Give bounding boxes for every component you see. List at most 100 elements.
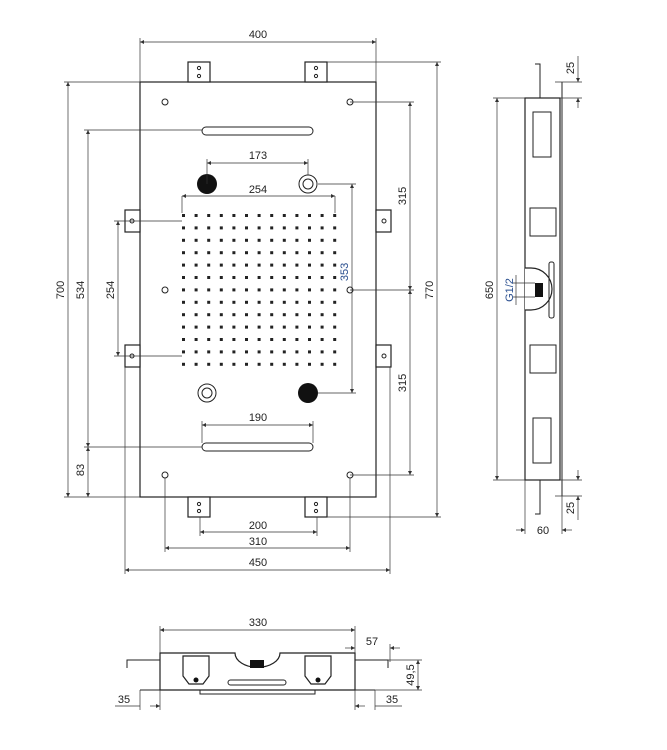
nozzle — [207, 325, 211, 329]
nozzle — [282, 276, 286, 279]
nozzle — [320, 325, 324, 329]
dim-35-right: 35 — [386, 694, 398, 706]
nozzle — [282, 338, 286, 341]
dim-35-left: 35 — [118, 694, 130, 706]
dim-57: 57 — [366, 636, 378, 648]
nozzle — [282, 300, 286, 304]
nozzle — [219, 263, 223, 267]
nozzle — [295, 276, 299, 279]
nozzle — [270, 226, 274, 230]
nozzle — [333, 263, 337, 267]
nozzle — [245, 263, 248, 267]
nozzle — [182, 226, 185, 230]
dim-534: 534 — [75, 281, 87, 299]
nozzle — [219, 226, 223, 230]
nozzle — [333, 251, 337, 255]
nozzle — [257, 288, 261, 292]
nozzle — [257, 226, 261, 230]
nozzle — [232, 350, 236, 354]
nozzle — [219, 288, 223, 292]
nozzle — [219, 214, 223, 217]
nozzle — [282, 263, 286, 267]
nozzle — [295, 362, 299, 366]
nozzle — [320, 362, 324, 366]
nozzle — [295, 263, 299, 267]
nozzle — [245, 313, 248, 317]
nozzle — [245, 276, 248, 279]
dim-330: 330 — [249, 617, 267, 629]
nozzle — [333, 325, 337, 329]
nozzle — [282, 313, 286, 317]
nozzle — [308, 214, 311, 217]
nozzle — [333, 214, 337, 217]
nozzle — [194, 238, 198, 242]
dim-310: 310 — [249, 536, 267, 548]
nozzle — [182, 276, 185, 279]
dim-254-h: 254 — [249, 184, 267, 196]
nozzle — [270, 288, 274, 292]
bottom-brackets — [187, 496, 328, 518]
dim-254-v: 254 — [105, 281, 117, 299]
nozzle — [308, 276, 311, 279]
dim-25-top: 25 — [565, 62, 577, 74]
nozzle — [194, 214, 198, 217]
nozzle — [207, 263, 211, 267]
nozzle — [219, 313, 223, 317]
nozzle — [295, 325, 299, 329]
bottom-bracket-left — [182, 655, 210, 685]
dim-83: 83 — [75, 464, 87, 476]
nozzle — [320, 214, 324, 217]
nozzle — [320, 313, 324, 317]
nozzle — [245, 325, 248, 329]
nozzle — [295, 238, 299, 242]
nozzle — [270, 300, 274, 304]
nozzle — [194, 300, 198, 304]
nozzle — [257, 263, 261, 267]
nozzle — [219, 362, 223, 366]
nozzle — [232, 300, 236, 304]
nozzle — [207, 300, 211, 304]
nozzle — [207, 313, 211, 317]
nozzle — [282, 238, 286, 242]
nozzle — [282, 362, 286, 366]
nozzle — [194, 362, 198, 366]
nozzle — [245, 288, 248, 292]
nozzle — [232, 325, 236, 329]
nozzle — [257, 214, 261, 217]
nozzle — [308, 263, 311, 267]
dim-200: 200 — [249, 520, 267, 532]
nozzle — [333, 350, 337, 354]
nozzle — [270, 313, 274, 317]
nozzle — [182, 300, 185, 304]
dim-173: 173 — [249, 150, 267, 162]
nozzle — [257, 300, 261, 304]
nozzle — [333, 313, 337, 317]
nozzle — [320, 338, 324, 341]
nozzle — [219, 350, 223, 354]
nozzle — [257, 362, 261, 366]
nozzle — [333, 226, 337, 230]
dim-400: 400 — [249, 29, 267, 41]
nozzle — [182, 251, 185, 255]
nozzle — [182, 338, 185, 341]
nozzle — [282, 325, 286, 329]
nozzle — [232, 238, 236, 242]
bottom-bracket-right — [304, 655, 332, 685]
nozzle — [182, 288, 185, 292]
nozzle — [333, 288, 337, 292]
nozzle — [270, 251, 274, 255]
nozzle — [194, 276, 198, 279]
nozzle — [245, 300, 248, 304]
nozzle — [182, 362, 185, 366]
nozzle — [207, 350, 211, 354]
dim-190: 190 — [249, 412, 267, 424]
nozzle — [333, 300, 337, 304]
nozzle — [270, 238, 274, 242]
nozzle — [270, 325, 274, 329]
nozzle — [308, 288, 311, 292]
nozzle — [320, 251, 324, 255]
nozzle — [270, 214, 274, 217]
nozzle — [219, 251, 223, 255]
nozzle — [308, 226, 311, 230]
nozzle — [232, 263, 236, 267]
